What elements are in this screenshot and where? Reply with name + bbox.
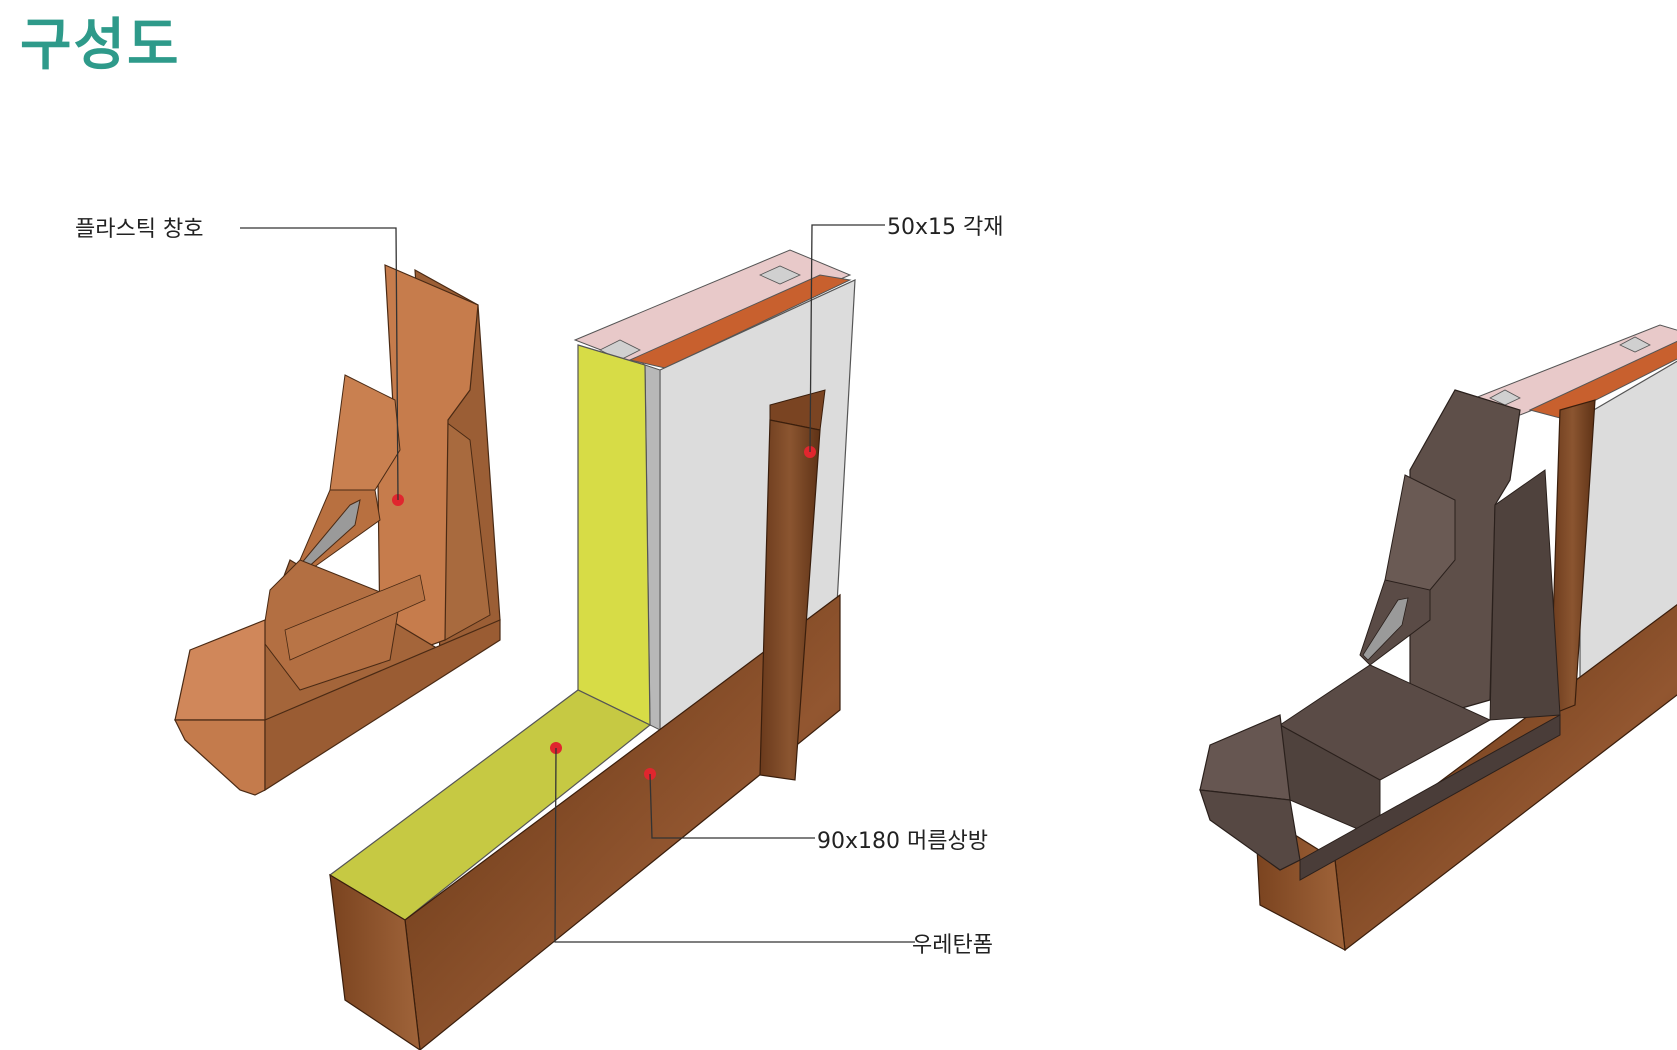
label-urethane-foam: 우레탄폼 [912, 933, 993, 958]
stud-50x15 [759, 389, 826, 781]
sill-beam [329, 593, 841, 1050]
leader-stud [809, 224, 885, 453]
label-sill: 90x180 머름상방 [817, 829, 988, 854]
plastic-window-frame [174, 264, 501, 796]
page-title: 구성도 [20, 13, 181, 78]
leader-urethane-foam [554, 747, 915, 943]
leader-sill [649, 773, 815, 839]
assembled-view [1199, 324, 1677, 952]
label-plastic-window: 플라스틱 창호 [75, 217, 203, 242]
label-stud: 50x15 각재 [887, 215, 1003, 240]
exploded-assembly: 플라스틱 창호 50x15 각재 90x180 머름상방 우레탄폼 [75, 215, 1003, 1050]
leader-plastic-window [240, 227, 399, 501]
